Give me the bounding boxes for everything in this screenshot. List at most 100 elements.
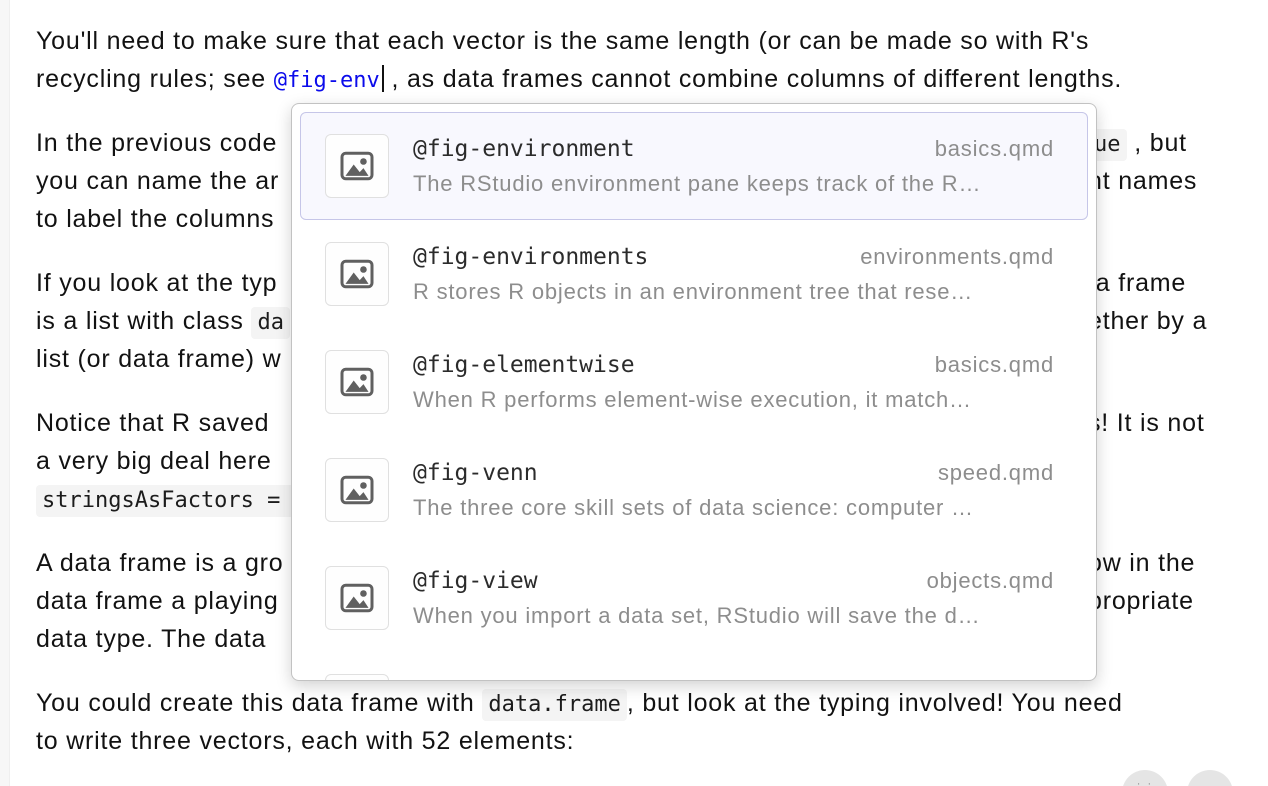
suggestion-title-row: @fig-view objects.qmd bbox=[413, 568, 1054, 594]
text-fragment-right: ow in the bbox=[1088, 544, 1195, 582]
text-line: data type. The data bbox=[36, 620, 1268, 658]
text-line: a very big deal here bbox=[36, 442, 1268, 480]
suggestion-title-row: @fig-venn speed.qmd bbox=[413, 460, 1054, 486]
figure-thumbnail-box bbox=[325, 458, 389, 522]
paragraph: A data frame is a gro ow in the data frame… bbox=[36, 544, 1268, 658]
suggestion-source-file: objects.qmd bbox=[926, 567, 1054, 593]
crossref-suggestion-fig-[interactable]: @fig-.qmd bbox=[300, 652, 1088, 680]
suggestion-text: @fig-environments environments.qmd R store… bbox=[413, 244, 1054, 305]
text-segment: If you look at the typ bbox=[36, 269, 278, 297]
text-fragment-right: ue , but bbox=[1088, 124, 1187, 164]
image-icon bbox=[340, 151, 374, 181]
text-segment: propriate bbox=[1088, 587, 1194, 615]
text-segment: data type. The data bbox=[36, 625, 267, 653]
paragraph: You'll need to make sure that each vecto… bbox=[36, 22, 1268, 98]
paragraph: If you look at the typ ta frame is a list … bbox=[36, 264, 1268, 378]
suggestion-description: The three core skill sets of data scienc… bbox=[413, 494, 974, 520]
text-segment: Notice that R saved bbox=[36, 409, 270, 437]
text-line: is a list with class da ether by a bbox=[36, 302, 1268, 340]
text-segment: recycling rules; see bbox=[36, 65, 274, 93]
floating-button-right[interactable] bbox=[1187, 770, 1233, 786]
suggestion-label: @fig-environments bbox=[413, 243, 649, 270]
inline-code: stringsAsFactors = bbox=[36, 485, 300, 517]
text-segment: to label the columns bbox=[36, 205, 275, 233]
image-icon bbox=[340, 367, 374, 397]
suggestion-description: When R performs element-wise execution, … bbox=[413, 386, 972, 412]
text-line: stringsAsFactors = bbox=[36, 480, 1268, 518]
paragraph: You could create this data frame with da… bbox=[36, 684, 1268, 760]
inline-code: data.frame bbox=[482, 689, 627, 721]
figure-thumbnail-box bbox=[325, 674, 389, 680]
image-icon bbox=[340, 475, 374, 505]
text-line: data frame a playing propriate bbox=[36, 582, 1268, 620]
editor-left-gutter bbox=[0, 0, 10, 786]
text-line: In the previous code ue , but bbox=[36, 124, 1268, 162]
text-segment: to write three vectors, each with 52 ele… bbox=[36, 727, 575, 755]
image-icon bbox=[340, 583, 374, 613]
text-segment: list (or data frame) w bbox=[36, 345, 282, 373]
text-segment: You could create this data frame with bbox=[36, 689, 483, 717]
text-segment: you can name the ar bbox=[36, 167, 280, 195]
suggestion-label: @fig-elementwise bbox=[413, 351, 635, 378]
suggestion-label: @fig-view bbox=[413, 567, 538, 594]
text-segment: , but bbox=[1126, 129, 1187, 157]
suggestion-title-row: @fig-environments environments.qmd bbox=[413, 244, 1054, 270]
text-fragment-right: ether by a bbox=[1088, 302, 1207, 340]
dots-icon: · · bbox=[1136, 778, 1154, 786]
text-segment: nt names bbox=[1088, 167, 1198, 195]
text-fragment-right: s! It is not bbox=[1088, 404, 1205, 442]
suggestion-source-file: basics.qmd bbox=[934, 351, 1054, 377]
suggestion-label: @fig-environment bbox=[413, 135, 635, 162]
text-fragment-right: ta frame bbox=[1088, 264, 1186, 302]
image-icon bbox=[340, 259, 374, 289]
text-line: to label the columns bbox=[36, 200, 1268, 238]
suggestion-title-row: @fig-environment basics.qmd bbox=[413, 136, 1054, 162]
text-segment: ether by a bbox=[1088, 307, 1208, 335]
text-line: list (or data frame) w bbox=[36, 340, 1268, 378]
suggestion-description: R stores R objects in an environment tre… bbox=[413, 278, 974, 304]
text-segment: In the previous code bbox=[36, 129, 278, 157]
suggestion-label: @fig-venn bbox=[413, 459, 538, 486]
crossref-token: @fig-env bbox=[273, 68, 380, 93]
text-segment: A data frame is a gro bbox=[36, 549, 284, 577]
text-cursor bbox=[381, 65, 384, 92]
paragraph: In the previous code ue , but you can name… bbox=[36, 124, 1268, 238]
suggestion-source-file: environments.qmd bbox=[860, 243, 1054, 269]
text-line: You'll need to make sure that each vecto… bbox=[36, 22, 1268, 60]
suggestion-description: When you import a data set, RStudio will… bbox=[413, 602, 981, 628]
figure-thumbnail-box bbox=[325, 134, 389, 198]
text-segment: s! It is not bbox=[1088, 409, 1205, 437]
figure-thumbnail-box bbox=[325, 350, 389, 414]
text-segment: , but look at the typing involved! You n… bbox=[626, 689, 1123, 717]
text-segment: data frame a playing bbox=[36, 587, 279, 615]
figure-thumbnail-box bbox=[325, 242, 389, 306]
floating-button-left[interactable]: · · bbox=[1122, 770, 1168, 786]
text-segment: is a list with class bbox=[36, 307, 252, 335]
text-line: You could create this data frame with da… bbox=[36, 684, 1268, 722]
text-segment: You'll need to make sure that each vecto… bbox=[36, 27, 1090, 55]
crossref-suggestion-fig-environments[interactable]: @fig-environments environments.qmd R store… bbox=[300, 220, 1088, 328]
inline-code: da bbox=[251, 307, 290, 339]
suggestion-description: The RStudio environment pane keeps track… bbox=[413, 170, 982, 196]
text-fragment-right: nt names bbox=[1088, 162, 1197, 200]
suggestion-title-row: @fig-elementwise basics.qmd bbox=[413, 352, 1054, 378]
text-line: recycling rules; see @fig-env , as data … bbox=[36, 60, 1268, 98]
text-segment: ta frame bbox=[1088, 269, 1187, 297]
text-line: If you look at the typ ta frame bbox=[36, 264, 1268, 302]
text-segment: a very big deal here bbox=[36, 447, 272, 475]
figure-thumbnail-box bbox=[325, 566, 389, 630]
suggestion-source-file: speed.qmd bbox=[937, 459, 1054, 485]
suggestion-source-file: basics.qmd bbox=[934, 135, 1054, 161]
text-segment: ow in the bbox=[1088, 549, 1196, 577]
